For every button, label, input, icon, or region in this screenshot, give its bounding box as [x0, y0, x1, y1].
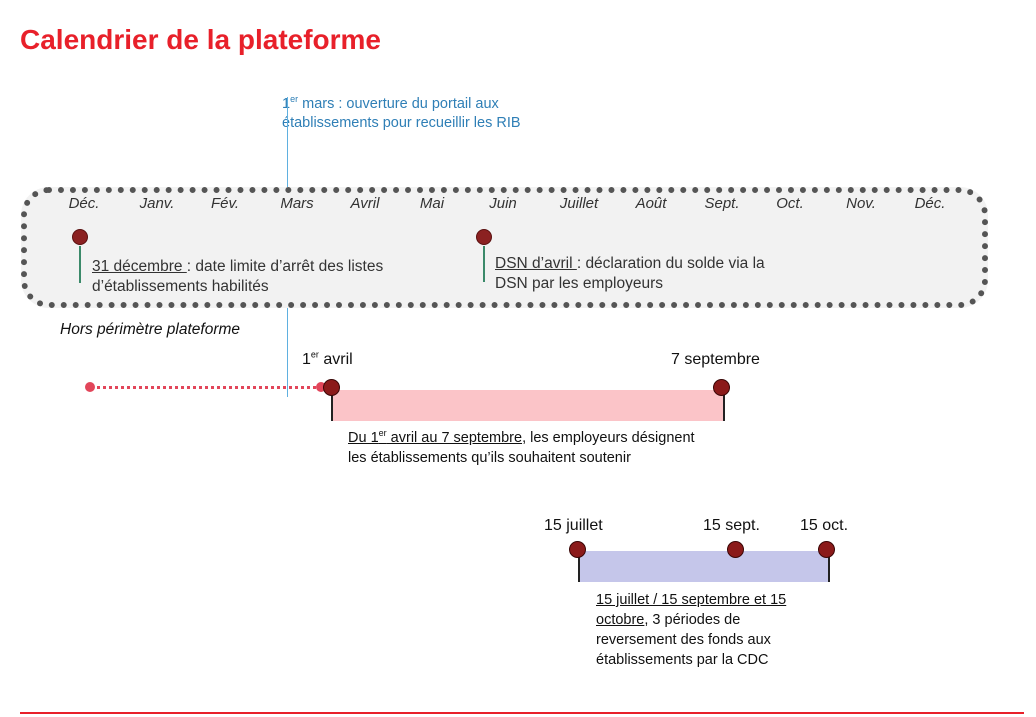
out-of-scope-box [21, 187, 988, 308]
designation-start-dot [323, 379, 340, 396]
month-label: Déc. [914, 195, 946, 212]
reversement-label-juillet: 15 juillet [544, 517, 603, 534]
designation-desc-sup: er [378, 428, 387, 439]
designation-start-month: avril [318, 351, 353, 368]
out-of-scope-label: Hors périmètre plateforme [60, 321, 241, 338]
reversement-label-sept: 15 sept. [703, 517, 760, 534]
reversement-dot-juillet [569, 541, 586, 558]
designation-start-label: 1er avril [302, 349, 353, 369]
designation-start-sup: er [310, 349, 319, 360]
pre-period-start-dot [85, 382, 95, 392]
dsn-marker-stem [483, 246, 485, 282]
reversement-label-oct: 15 oct. [800, 517, 849, 534]
month-label: Oct. [776, 195, 804, 212]
month-label: Juillet [559, 195, 599, 212]
dsn-date: DSN d’avril [495, 255, 577, 272]
designation-end-dot [713, 379, 730, 396]
reversement-dot-oct [818, 541, 835, 558]
reversement-description: 15 juillet / 15 septembre et 15 octobre,… [596, 590, 821, 670]
reversement-desc-text: , 3 périodes de reversement des fonds au… [596, 612, 771, 668]
dec31-event: 31 décembre : date limite d’arrêt des li… [92, 257, 392, 297]
mars-note-number: 1 [282, 96, 290, 112]
pre-period-dotted-line [90, 386, 322, 389]
designation-desc-start: Du 1 [348, 430, 379, 446]
designation-desc-text: , les employeurs désignent les établisse… [348, 430, 695, 466]
dsn-marker-dot [476, 229, 492, 245]
designation-desc-end: avril au 7 septembre [386, 430, 523, 446]
month-label: Sept. [704, 195, 740, 212]
month-label: Avril [350, 195, 380, 212]
month-label: Nov. [846, 195, 876, 212]
designation-description: Du 1er avril au 7 septembre, les employe… [348, 428, 698, 468]
footer-rule [20, 712, 1024, 714]
reversement-desc-dates: 15 juillet / 15 septembre et 15 octobre [596, 592, 787, 628]
mars-note-text: mars : ouverture du portail aux établiss… [282, 96, 521, 131]
dsn-text: : déclaration du solde via la DSN par le… [495, 255, 765, 292]
month-label: Août [635, 195, 667, 212]
dec31-date: 31 décembre [92, 258, 187, 275]
designation-end-label: 7 septembre [671, 351, 760, 368]
dec31-text: : date limite d’arrêt des listes d’établ… [92, 258, 384, 295]
month-label: Janv. [139, 195, 175, 212]
designation-desc-dates: Du 1er avril au 7 septembre [348, 428, 523, 446]
dsn-event: DSN d’avril : déclaration du solde via l… [495, 254, 800, 294]
pre-period-end-dot [316, 382, 326, 392]
reversement-dot-sept [727, 541, 744, 558]
page-title: Calendrier de la plateforme [20, 24, 382, 55]
month-label: Déc. [68, 195, 100, 212]
month-label: Mai [419, 195, 445, 212]
mars-note-sup: er [290, 94, 299, 105]
dec31-marker-dot [72, 229, 88, 245]
month-label: Mars [280, 195, 314, 212]
dec31-marker-stem [79, 246, 81, 283]
mars-note: 1er mars : ouverture du portail aux étab… [282, 95, 547, 133]
month-label: Juin [489, 195, 517, 212]
designation-period-bar [331, 390, 725, 421]
month-label: Fév. [210, 195, 240, 212]
reversement-period-bar [578, 551, 830, 582]
designation-start-number: 1 [302, 351, 311, 368]
